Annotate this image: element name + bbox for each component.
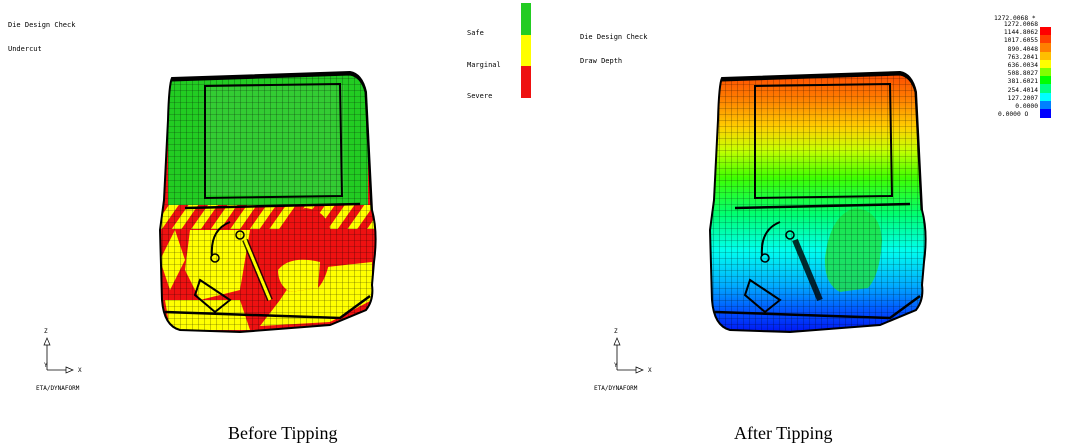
axis-label-y-left: Y bbox=[44, 362, 48, 369]
scale-label: 127.2007 bbox=[1007, 94, 1038, 102]
caption-before-tipping: Before Tipping bbox=[228, 423, 338, 443]
scale-swatch bbox=[1040, 100, 1051, 110]
scale-swatch bbox=[1040, 84, 1051, 94]
legend-label-safe: Safe bbox=[467, 29, 484, 37]
scale-swatch bbox=[1040, 43, 1051, 53]
axis-label-z-right: Z bbox=[614, 328, 618, 335]
left-title: Die Design Check Undercut bbox=[8, 5, 75, 69]
scale-label: 0.0000 O bbox=[998, 111, 1029, 119]
legend-swatch-marginal bbox=[521, 35, 531, 66]
legend-swatch-severe bbox=[521, 66, 531, 98]
legend-label-marginal: Marginal bbox=[467, 61, 501, 69]
scale-label: 890.4048 bbox=[1007, 45, 1038, 53]
scale-swatch bbox=[1040, 51, 1051, 61]
legend-label-severe: Severe bbox=[467, 92, 493, 100]
watermark-right: ETA/DYNAFORM bbox=[594, 385, 638, 392]
scale-label: 636.0034 bbox=[1007, 62, 1038, 69]
scale-swatch bbox=[1040, 68, 1051, 77]
watermark-left: ETA/DYNAFORM bbox=[36, 385, 80, 392]
scale-swatch bbox=[1040, 27, 1051, 36]
scale-swatch bbox=[1040, 76, 1051, 85]
scale-label: 1017.6055 bbox=[1003, 37, 1038, 45]
axis-label-z-left: Z bbox=[44, 328, 48, 335]
scale-swatch bbox=[1040, 35, 1051, 44]
axis-label-x-right: X bbox=[648, 367, 652, 374]
axis-label-x-left: X bbox=[78, 367, 82, 374]
scale-swatch bbox=[1040, 109, 1051, 118]
scale-swatch bbox=[1040, 92, 1051, 102]
scale-label: 381.6021 bbox=[1007, 78, 1038, 86]
door-mesh-render-before bbox=[158, 70, 377, 334]
axis-label-y-right: Y bbox=[614, 362, 618, 369]
legend-swatch-safe bbox=[521, 3, 531, 35]
before-tipping-panel: Die Design Check Undercut Safe Marginal … bbox=[8, 3, 531, 443]
scale-swatch bbox=[1040, 59, 1051, 69]
right-title: Die Design Check Draw Depth bbox=[580, 17, 647, 81]
right-title-line1: Die Design Check bbox=[580, 33, 648, 41]
right-title-line2: Draw Depth bbox=[580, 57, 623, 65]
scale-label: 1272.0068 bbox=[1003, 21, 1038, 28]
scale-label: 254.4014 bbox=[1007, 86, 1038, 94]
left-title-line2: Undercut bbox=[8, 45, 42, 53]
left-title-line1: Die Design Check bbox=[8, 21, 76, 29]
scale-label: 1144.8062 bbox=[1003, 29, 1038, 37]
after-tipping-panel: Die Design Check Draw Depth 1272.0068 * … bbox=[545, 0, 1089, 448]
scale-max-marker: 1272.0068 * bbox=[994, 15, 1036, 22]
axis-triad-right bbox=[613, 337, 644, 374]
scale-label: 0.0000 bbox=[1015, 103, 1038, 110]
door-mesh-render-after bbox=[708, 70, 927, 334]
scale-label: 763.2041 bbox=[1007, 53, 1038, 61]
caption-after-tipping: After Tipping bbox=[734, 423, 833, 443]
scale-label: 508.8027 bbox=[1007, 70, 1038, 78]
axis-triad-left bbox=[43, 337, 74, 374]
